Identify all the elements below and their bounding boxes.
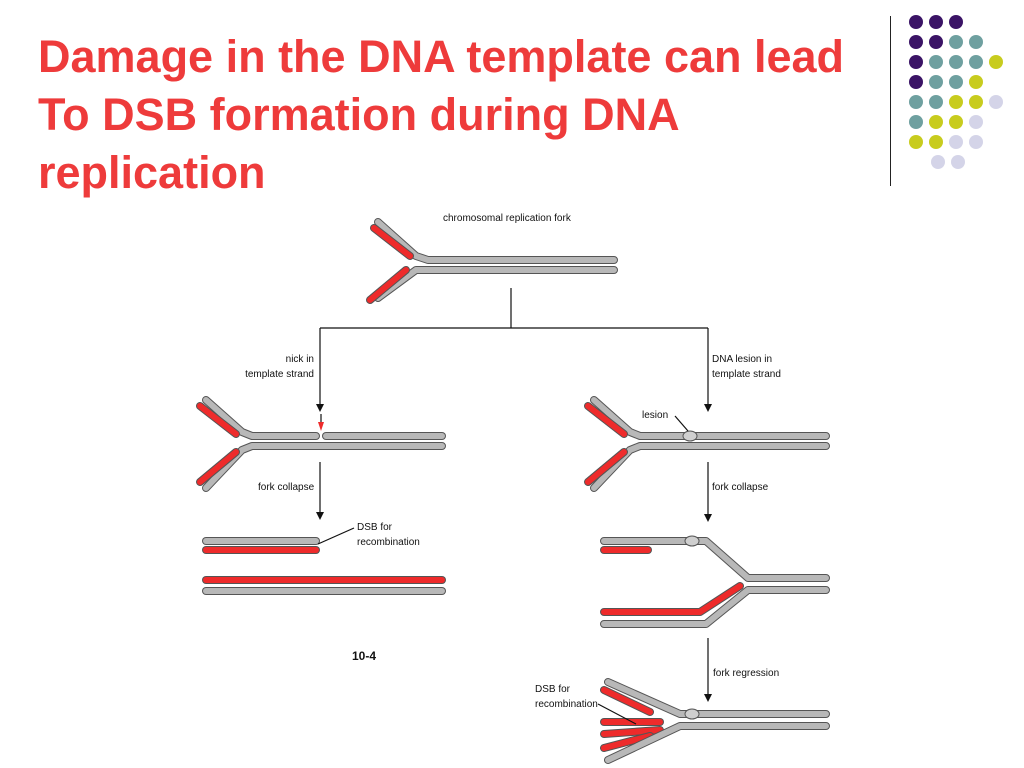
- regressed-lower-daughter-strand: [601, 733, 653, 751]
- decorative-dot-lime: [969, 75, 983, 89]
- decorative-dot-lavender: [989, 95, 1003, 109]
- diagram-labels: chromosomal replication fork nick in tem…: [245, 213, 781, 710]
- top-fork-upper-daughter-strand: [371, 225, 413, 259]
- dsb-left-label-line1: DSB for: [357, 522, 393, 533]
- connector-arrows: [316, 288, 712, 725]
- decorative-dot-teal: [969, 55, 983, 69]
- regressed-upper-parental-strand: [605, 679, 829, 717]
- decorative-dot-purple: [909, 35, 923, 49]
- left-branch-arrow-head: [316, 404, 324, 412]
- decorative-dot-teal: [929, 75, 943, 89]
- left-fork-upper-daughter-strand: [197, 403, 239, 437]
- decorative-dot-purple: [909, 75, 923, 89]
- title-divider: [890, 16, 891, 186]
- decorative-dot-lime: [949, 115, 963, 129]
- decorative-dot-lime: [969, 95, 983, 109]
- decorative-dot-teal: [929, 55, 943, 69]
- collapsed-lower-parental-strand: [601, 587, 829, 627]
- decorative-dot-purple: [949, 15, 963, 29]
- decorative-dot-teal: [909, 95, 923, 109]
- right-collapse-arrow-head: [704, 514, 712, 522]
- decorative-dot-teal: [949, 55, 963, 69]
- right-fork-upper-daughter-strand: [585, 403, 627, 437]
- regressed-lesion-marker: [684, 708, 700, 720]
- decorative-dot-lavender: [949, 135, 963, 149]
- right-fork-lower-daughter-strand: [585, 449, 627, 485]
- decorative-dot-lavender: [969, 115, 983, 129]
- lesion-marker-icon: [682, 430, 698, 442]
- decorative-dot-teal: [929, 95, 943, 109]
- collapsed-lesion-marker: [684, 535, 700, 547]
- dsb-right-label-line1: DSB for: [535, 684, 571, 695]
- right-fork-lower-parental-strand: [591, 443, 829, 491]
- decorative-dot-teal: [969, 35, 983, 49]
- dsb-right-label-line2: recombination: [535, 699, 598, 710]
- decorative-dot-lavender: [951, 155, 965, 169]
- decorative-dot-teal: [949, 75, 963, 89]
- dsb-left-label-line2: recombination: [357, 537, 420, 548]
- decorative-dot-grid: [909, 15, 1003, 169]
- decorative-dot-lime: [909, 135, 923, 149]
- nick-marker-icon: [318, 422, 324, 431]
- top-fork-label: chromosomal replication fork: [443, 213, 572, 224]
- left-fork-lower-daughter-strand: [197, 449, 239, 485]
- left-branch-label-line1: nick in: [286, 354, 314, 365]
- regressed-lower-parental-strand: [605, 723, 829, 763]
- right-fork-collapse-label: fork collapse: [712, 482, 769, 493]
- right-fork-upper-parental-strand: [591, 397, 829, 439]
- decorative-dot-purple: [929, 35, 943, 49]
- figure-number: 10-4: [352, 649, 376, 663]
- regressed-upper-daughter-strand: [601, 687, 653, 715]
- dsb-right-pointer: [597, 703, 637, 725]
- left-fork-upper-parental-strand: [203, 397, 319, 439]
- decorative-dot-purple: [909, 15, 923, 29]
- right-branch-arrow-head: [704, 404, 712, 412]
- slide-title: Damage in the DNA template can lead To D…: [38, 31, 845, 198]
- right-branch-label-line2: template strand: [712, 369, 781, 380]
- decorative-dot-purple: [929, 15, 943, 29]
- top-fork-lower-parental-strand: [375, 267, 617, 301]
- decorative-dot-teal: [949, 35, 963, 49]
- collapsed-lower-daughter-strand: [601, 583, 743, 615]
- fork-regression-label: fork regression: [713, 668, 779, 679]
- lesion-pointer: [674, 415, 689, 432]
- regressed-extruded-strand-b: [601, 727, 663, 737]
- top-fork-lower-daughter-strand: [367, 267, 409, 303]
- decorative-dot-lime: [929, 115, 943, 129]
- lesion-label: lesion: [642, 410, 668, 421]
- left-collapse-arrow-head: [316, 512, 324, 520]
- decorative-dot-lavender: [969, 135, 983, 149]
- left-fork-lower-parental-strand: [203, 443, 445, 491]
- top-fork-upper-parental-strand: [375, 219, 617, 263]
- right-branch-label-line1: DNA lesion in: [712, 354, 772, 365]
- collapsed-upper-parental-strand: [601, 538, 829, 581]
- left-branch-label-line2: template strand: [245, 369, 314, 380]
- decorative-dot-purple: [909, 55, 923, 69]
- decorative-dot-teal: [909, 115, 923, 129]
- fork-regression-arrow-head: [704, 694, 712, 702]
- dna-strands: [196, 218, 830, 764]
- decorative-dot-lime: [949, 95, 963, 109]
- decorative-dot-lavender: [931, 155, 945, 169]
- left-fork-collapse-label: fork collapse: [258, 482, 315, 493]
- dsb-left-pointer: [317, 527, 355, 545]
- decorative-dot-lime: [929, 135, 943, 149]
- decorative-dot-lime: [989, 55, 1003, 69]
